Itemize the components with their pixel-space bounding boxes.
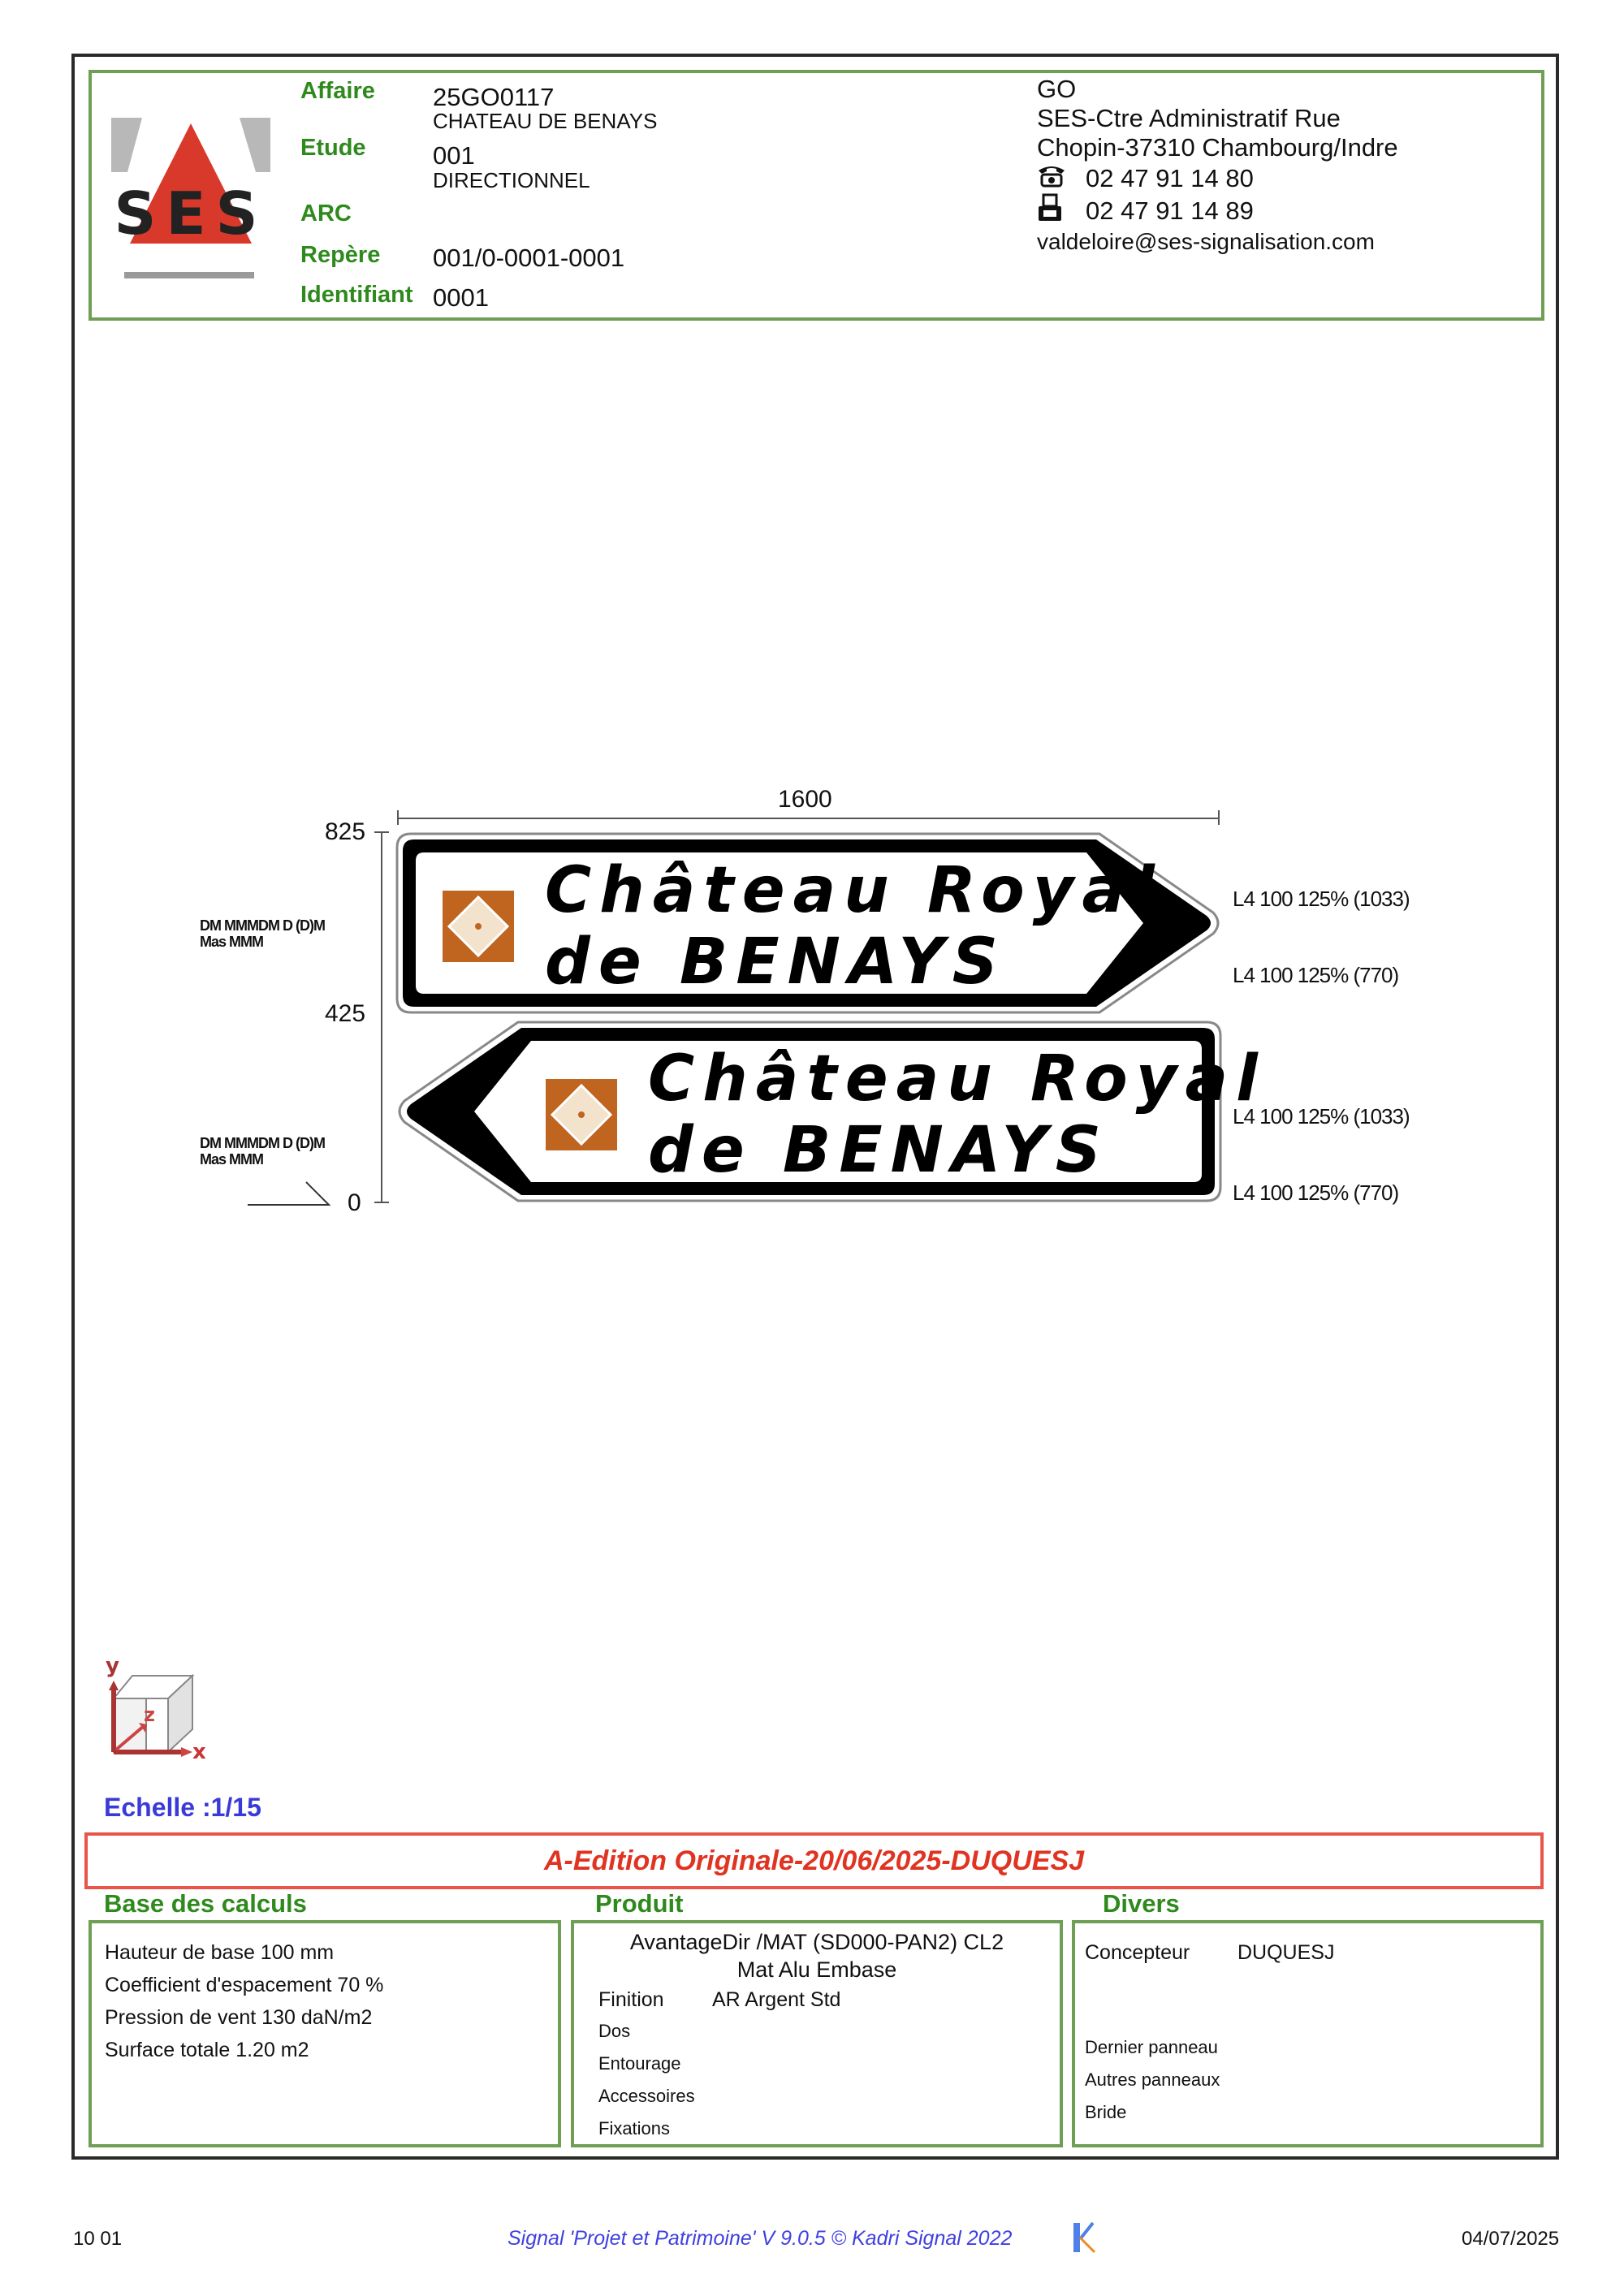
section-title-produit: Produit — [595, 1889, 684, 1918]
company-name: GO — [1037, 75, 1077, 103]
footer-date: 04/07/2025 — [1462, 2228, 1560, 2250]
label-arc: ARC — [300, 201, 352, 227]
produit-line-1: AvantageDir /MAT (SD000-PAN2) CL2 — [629, 1930, 1004, 1954]
sign-1-line-2: de BENAYS — [545, 926, 1006, 999]
sign-right-arrow-shape — [395, 832, 1220, 1014]
value-etude: 001 — [433, 141, 475, 170]
base-line-1: Hauteur de base 100 mm — [105, 1941, 335, 1964]
produit-row-label: Entourage — [598, 2053, 681, 2074]
sign-1-line-2-spec: L4 100 125% (770) — [1233, 963, 1399, 987]
sign-right-arrow[interactable]: Château Royal de BENAYS — [395, 831, 1223, 1015]
section-title-base: Base des calculs — [104, 1889, 307, 1918]
produit-row-label: Finition — [598, 1988, 664, 2011]
value-etude-sub: DIRECTIONNEL — [433, 168, 590, 192]
kadri-k-logo-icon — [1072, 2221, 1096, 2258]
edition-banner: A-Edition Originale-20/06/2025-DUQUESJ — [84, 1832, 1544, 1889]
height-axis-line — [381, 831, 382, 1202]
produit-row-value: AR Argent Std — [712, 1988, 841, 2011]
sign-left-arrow[interactable]: Château Royal de BENAYS — [395, 1020, 1258, 1203]
fax-number: 02 47 91 14 89 — [1086, 196, 1254, 225]
produit-row-label: Fixations — [598, 2118, 671, 2138]
produit-row-label: Dos — [598, 2021, 631, 2041]
ses-logo-icon: SES — [111, 118, 270, 278]
sign-2-annotation: DM MMMDM D (D)M Mas MMM — [200, 1135, 326, 1167]
fax-icon — [1037, 193, 1086, 229]
svg-text:y: y — [106, 1654, 119, 1678]
sign-2-line-1: Château Royal — [648, 1042, 1266, 1116]
svg-text:z: z — [144, 1703, 155, 1726]
sign-1-line-1: Château Royal — [545, 854, 1163, 927]
company-address-1: SES-Ctre Administratif Rue — [1037, 104, 1341, 132]
divers-row: Bride — [1085, 2102, 1127, 2122]
svg-text:x: x — [192, 1740, 206, 1762]
label-affaire: Affaire — [300, 78, 375, 104]
company-block: GO SES-Ctre Administratif Rue Chopin-373… — [1037, 75, 1398, 257]
sign-left-arrow-shape — [398, 1021, 1222, 1202]
edition-text: A-Edition Originale-20/06/2025-DUQUESJ — [543, 1845, 1085, 1876]
annotation-line: Mas MMM — [200, 934, 264, 950]
divers-row: Autres panneaux — [1085, 2069, 1220, 2090]
value-repere: 001/0-0001-0001 — [433, 244, 625, 272]
label-identifiant: Identifiant — [300, 282, 413, 308]
svg-text:SES: SES — [114, 179, 268, 248]
height-label-0: 0 — [348, 1189, 361, 1216]
footer-page-ref: 10 01 — [73, 2228, 123, 2250]
width-dimension-line — [397, 818, 1220, 819]
phone-number: 02 47 91 14 80 — [1086, 164, 1254, 192]
page-frame — [71, 54, 1559, 2160]
sign-2-line-2: de BENAYS — [648, 1114, 1109, 1187]
scale-label: Echelle :1/15 — [104, 1793, 261, 1822]
concepteur-label: Concepteur — [1085, 1941, 1190, 1964]
company-email: valdeloire@ses-signalisation.com — [1037, 229, 1375, 254]
footer-software-credit: Signal 'Projet et Patrimoine' V 9.0.5 © … — [508, 2227, 1013, 2250]
produit-box: AvantageDir /MAT (SD000-PAN2) CL2 Mat Al… — [571, 1920, 1063, 2147]
sign-2-line-2-spec: L4 100 125% (770) — [1233, 1180, 1399, 1205]
value-identifiant: 0001 — [433, 283, 489, 312]
label-repere: Repère — [300, 242, 381, 268]
sign-1-line-1-spec: L4 100 125% (1033) — [1233, 887, 1410, 911]
base-calculs-box: Hauteur de base 100 mm Coefficient d'esp… — [89, 1920, 561, 2147]
sign-2-line-1-spec: L4 100 125% (1033) — [1233, 1104, 1410, 1129]
axis-cube-icon: y z x — [102, 1648, 207, 1766]
value-affaire: 25GO0117 — [433, 83, 555, 111]
sign-1-annotation: DM MMMDM D (D)M Mas MMM — [200, 917, 326, 950]
ses-logo: SES — [110, 114, 272, 284]
height-tick-0 — [374, 1202, 389, 1203]
company-address-2: Chopin-37310 Chambourg/Indre — [1037, 133, 1398, 162]
annotation-line: DM MMMDM D (D)M — [200, 917, 326, 934]
width-dimension-tick-left — [397, 810, 399, 825]
divers-box: Concepteur DUQUESJ Dernier panneau Autre… — [1072, 1920, 1544, 2147]
annotation-line: Mas MMM — [200, 1151, 264, 1167]
section-title-divers: Divers — [1103, 1889, 1180, 1918]
chateau-pictogram-icon — [546, 1079, 617, 1150]
base-line-4: Surface totale 1.20 m2 — [105, 2039, 309, 2061]
height-label-425: 425 — [325, 1000, 366, 1027]
phone-row: 02 47 91 14 80 — [1037, 162, 1398, 195]
concepteur-value: DUQUESJ — [1237, 1941, 1335, 1964]
telephone-icon — [1037, 162, 1086, 195]
divers-row: Dernier panneau — [1085, 2037, 1218, 2057]
height-label-825: 825 — [325, 818, 366, 845]
width-dimension-tick-right — [1218, 810, 1220, 825]
annotation-line: DM MMMDM D (D)M — [200, 1135, 326, 1151]
base-line-3: Pression de vent 130 daN/m2 — [105, 2006, 373, 2029]
fax-row: 02 47 91 14 89 — [1037, 193, 1398, 229]
chateau-pictogram-icon — [443, 891, 514, 962]
ground-marker — [248, 1177, 337, 1214]
base-line-2: Coefficient d'espacement 70 % — [105, 1974, 384, 1996]
label-etude: Etude — [300, 135, 366, 161]
width-dimension-label: 1600 — [778, 786, 832, 813]
value-affaire-sub: CHATEAU DE BENAYS — [433, 109, 658, 133]
produit-line-2: Mat Alu Embase — [736, 1957, 897, 1982]
header-cartouche — [89, 70, 1544, 321]
height-tick-825 — [374, 831, 389, 833]
produit-row-label: Accessoires — [598, 2086, 695, 2106]
